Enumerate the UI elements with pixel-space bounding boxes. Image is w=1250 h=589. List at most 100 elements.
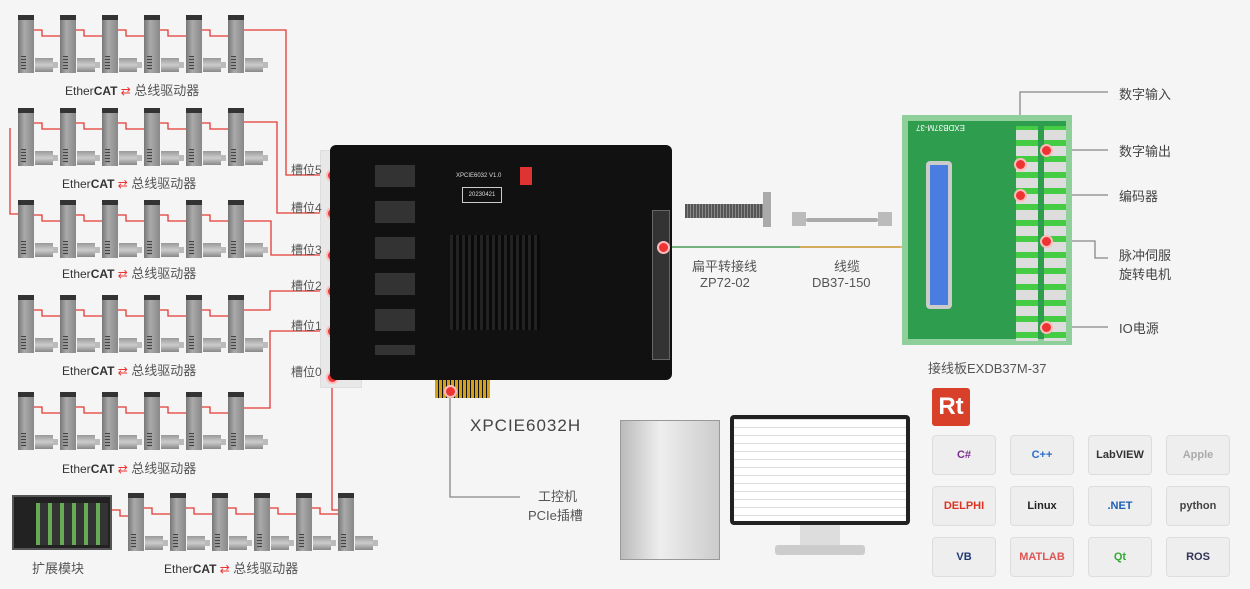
servo-drive (228, 15, 244, 73)
terminal-board: EXDB37M-37 (902, 115, 1072, 345)
drive-group-label: EtherCAT ⇄ 总线驱动器 (62, 263, 196, 282)
rt-logo: Rt (932, 388, 970, 426)
servo-drive (60, 108, 76, 166)
servo-drive (18, 295, 34, 353)
servo-drive (18, 108, 34, 166)
servo-drive (228, 200, 244, 258)
servo-drive (102, 295, 118, 353)
slot-label: 槽位1 (291, 319, 322, 333)
card-silk: XPCIE6032 V1.0 (456, 173, 502, 179)
ethercat-logo: EtherCAT (65, 84, 118, 98)
ipc-leader (449, 395, 520, 498)
wire-slot1 (234, 330, 332, 409)
servo-motor (203, 435, 226, 449)
software-tile: DELPHI (932, 486, 996, 526)
servo-motor (35, 338, 58, 352)
servo-drive (228, 295, 244, 353)
servo-motor (35, 58, 58, 72)
cable-title: 线缆 (834, 259, 861, 274)
servo-motor (35, 435, 58, 449)
db37-connector (926, 161, 952, 309)
servo-drive (60, 295, 76, 353)
expansion-module-label: 扩展模块 (32, 561, 85, 576)
servo-motor (245, 58, 268, 72)
servo-motor (187, 536, 210, 550)
servo-motor (355, 536, 378, 550)
servo-drive (102, 392, 118, 450)
software-tile: VB (932, 537, 996, 577)
ethercat-arrows-icon: ⇄ (117, 84, 135, 98)
servo-drive (212, 493, 228, 551)
ethercat-arrows-icon: ⇄ (114, 364, 132, 378)
card-name: XPCIE6032H (470, 416, 582, 435)
servo-drive (144, 392, 160, 450)
servo-motor (229, 536, 252, 550)
servo-drive (144, 295, 160, 353)
software-tile: MATLAB (1010, 537, 1074, 577)
servo-motor (145, 536, 168, 550)
servo-motor (119, 151, 142, 165)
io-dot (1042, 323, 1051, 332)
card-date: 20230421 (462, 187, 502, 203)
servo-motor (161, 151, 184, 165)
ribbon-model: ZP72-02 (700, 275, 750, 290)
wire-slot3 (234, 220, 332, 256)
wire-slot4 (234, 121, 332, 214)
servo-drive (170, 493, 186, 551)
pcie-dot (446, 387, 455, 396)
servo-motor (119, 58, 142, 72)
io-label: 数字输出 (1119, 144, 1172, 159)
drive-group-label: EtherCAT ⇄ 总线驱动器 (62, 360, 196, 379)
slot-label: 槽位5 (291, 163, 322, 177)
servo-drive (60, 200, 76, 258)
pcie-card: XPCIE6032 V1.0 20230421 (330, 145, 672, 380)
servo-motor (245, 338, 268, 352)
servo-drive (186, 392, 202, 450)
io-dot (1042, 146, 1051, 155)
servo-motor (119, 435, 142, 449)
io-label: IO电源 (1119, 321, 1159, 336)
servo-motor (203, 338, 226, 352)
slot-label: 槽位2 (291, 279, 322, 293)
servo-drive (128, 493, 144, 551)
servo-motor (77, 151, 100, 165)
drive-group-label: EtherCAT ⇄ 总线驱动器 (65, 80, 199, 99)
io-label: 旋转电机 (1119, 267, 1172, 282)
software-tile: python (1166, 486, 1230, 526)
terminal-board-label: 接线板EXDB37M-37 (928, 361, 1047, 376)
ipc-line2: PCIe插槽 (528, 508, 583, 523)
drive-group-text: 总线驱动器 (134, 83, 200, 98)
ethercat-arrows-icon: ⇄ (216, 562, 234, 576)
gold-finger (435, 380, 490, 398)
servo-drive (102, 15, 118, 73)
drive-group-text: 总线驱动器 (131, 176, 197, 191)
industrial-pc (620, 420, 720, 560)
ethercat-logo: EtherCAT (62, 177, 115, 191)
terminal-silk: EXDB37M-37 (916, 123, 965, 132)
servo-drive (228, 392, 244, 450)
servo-motor (77, 435, 100, 449)
card-connector-dot (659, 243, 668, 252)
software-tile: Apple (1166, 435, 1230, 475)
servo-motor (203, 151, 226, 165)
software-tile: C# (932, 435, 996, 475)
io-dot (1016, 160, 1025, 169)
servo-motor (161, 435, 184, 449)
drive-group-label: EtherCAT ⇄ 总线驱动器 (62, 458, 196, 477)
heatsink (450, 235, 540, 330)
servo-drive (144, 108, 160, 166)
ethercat-logo: EtherCAT (62, 462, 115, 476)
software-tile: ROS (1166, 537, 1230, 577)
expansion-module (12, 495, 112, 550)
servo-motor (35, 151, 58, 165)
servo-drive (18, 200, 34, 258)
drive-group-text: 总线驱动器 (131, 461, 197, 476)
servo-drive (186, 200, 202, 258)
ethercat-logo: EtherCAT (62, 364, 115, 378)
servo-drive (186, 295, 202, 353)
servo-drive (60, 15, 76, 73)
servo-motor (77, 243, 100, 257)
io-dot (1042, 237, 1051, 246)
servo-motor (161, 338, 184, 352)
servo-motor (245, 243, 268, 257)
